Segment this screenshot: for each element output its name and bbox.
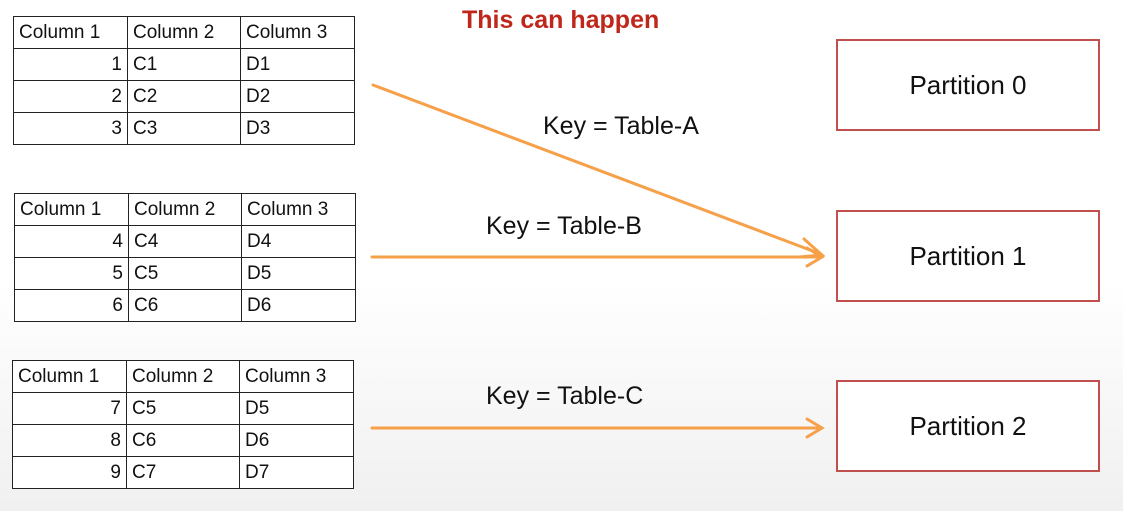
column-header: Column 3 <box>239 360 354 393</box>
table-cell: 5 <box>14 257 129 290</box>
column-header: Column 2 <box>128 193 242 226</box>
table-cell: C3 <box>127 112 241 145</box>
data-table-3: Column 1 Column 2 Column 3 7 C5 D5 8 C6 … <box>12 360 354 489</box>
arrowhead-table-b <box>805 246 825 268</box>
table-cell: D2 <box>240 80 355 113</box>
table-cell: 3 <box>13 112 128 145</box>
partition-1-box: Partition 1 <box>836 210 1100 302</box>
table-cell: 4 <box>14 225 129 258</box>
table-cell: C6 <box>128 289 242 322</box>
key-label-table-c: Key = Table-C <box>486 382 644 410</box>
table-cell: 1 <box>13 48 128 81</box>
column-header: Column 1 <box>12 360 127 393</box>
data-table-2: Column 1 Column 2 Column 3 4 C4 D4 5 C5 … <box>14 193 356 322</box>
table-cell: C7 <box>126 456 240 489</box>
table-row: 6 C6 D6 <box>14 289 356 322</box>
table-cell: D7 <box>239 456 354 489</box>
table-cell: 7 <box>12 392 127 425</box>
table-cell: D5 <box>241 257 356 290</box>
table-cell: D3 <box>240 112 355 145</box>
table-row: 5 C5 D5 <box>14 257 356 290</box>
partition-label: Partition 2 <box>909 410 1027 441</box>
partition-label: Partition 1 <box>909 240 1027 271</box>
arrowhead-table-c <box>805 417 825 439</box>
table-row: 3 C3 D3 <box>13 112 355 145</box>
table-row: 4 C4 D4 <box>14 225 356 258</box>
table-header-row: Column 1 Column 2 Column 3 <box>13 16 355 49</box>
key-label-table-a: Key = Table-A <box>543 112 699 140</box>
key-label-table-b: Key = Table-B <box>486 212 642 240</box>
table-header-row: Column 1 Column 2 Column 3 <box>14 193 356 226</box>
table-cell: D6 <box>241 289 356 322</box>
partition-label: Partition 0 <box>909 69 1027 100</box>
partition-2-box: Partition 2 <box>836 380 1100 472</box>
table-cell: C2 <box>127 80 241 113</box>
table-row: 9 C7 D7 <box>12 456 354 489</box>
column-header: Column 2 <box>126 360 240 393</box>
table-row: 2 C2 D2 <box>13 80 355 113</box>
table-row: 7 C5 D5 <box>12 392 354 425</box>
table-cell: D5 <box>239 392 354 425</box>
table-cell: C5 <box>128 257 242 290</box>
data-table-1: Column 1 Column 2 Column 3 1 C1 D1 2 C2 … <box>13 16 355 145</box>
table-header-row: Column 1 Column 2 Column 3 <box>12 360 354 393</box>
table-cell: 6 <box>14 289 129 322</box>
partition-0-box: Partition 0 <box>836 39 1100 131</box>
column-header: Column 2 <box>127 16 241 49</box>
table-cell: 2 <box>13 80 128 113</box>
diagram-title: This can happen <box>462 6 660 34</box>
column-header: Column 1 <box>13 16 128 49</box>
column-header: Column 1 <box>14 193 129 226</box>
column-header: Column 3 <box>241 193 356 226</box>
table-cell: D1 <box>240 48 355 81</box>
table-row: 1 C1 D1 <box>13 48 355 81</box>
table-cell: 9 <box>12 456 127 489</box>
arrow-table-a <box>371 83 820 255</box>
